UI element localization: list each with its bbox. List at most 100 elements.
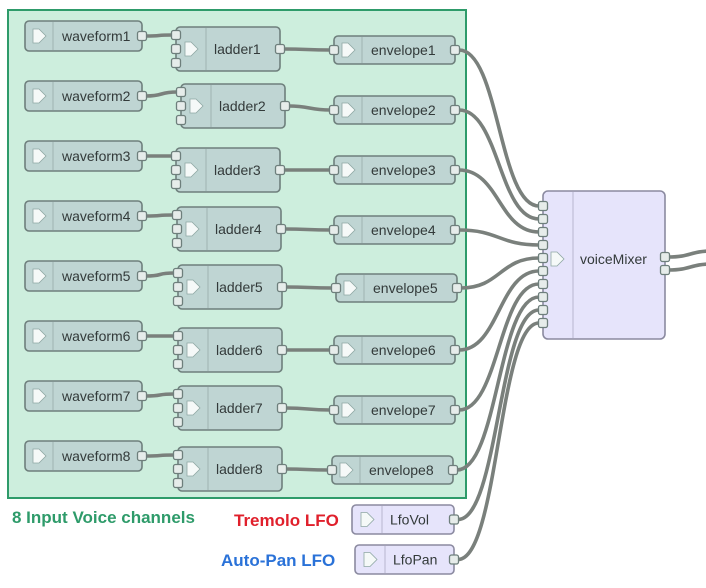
waveform-output-port[interactable] [136,330,148,342]
ladder-input-port[interactable] [170,178,182,190]
waveform-output-port[interactable] [136,30,148,42]
mixer-input-port[interactable] [537,200,549,212]
ladder-input-port[interactable] [170,150,182,162]
mixer-input-port[interactable] [537,291,549,303]
ladder-node[interactable]: ladder7 [172,385,288,431]
ladder-output-port[interactable] [275,223,287,235]
envelope-input-port[interactable] [328,224,340,236]
ladder-output-port[interactable] [274,43,286,55]
ladder-node[interactable]: ladder3 [170,147,286,193]
ladder-input-port[interactable] [172,358,184,370]
envelope-input-port[interactable] [328,344,340,356]
ladder-input-port[interactable] [172,388,184,400]
mixer-input-port[interactable] [537,252,549,264]
ladder-input-port[interactable] [175,100,187,112]
envelope-input-port[interactable] [330,282,342,294]
ladder-node[interactable]: ladder8 [172,446,288,492]
ladder-node[interactable]: ladder2 [175,83,291,129]
envelope-output-port[interactable] [451,282,463,294]
envelope-output-port[interactable] [449,224,461,236]
lfo-output-port[interactable] [448,514,460,525]
envelope-output-port[interactable] [449,164,461,176]
waveform-node[interactable]: waveform7 [24,380,148,412]
mixer-input-port[interactable] [537,226,549,238]
waveform-node[interactable]: waveform4 [24,200,148,232]
waveform-output-port[interactable] [136,270,148,282]
envelope-output-port[interactable] [449,404,461,416]
ladder-input-port[interactable] [172,344,184,356]
envelope-input-port[interactable] [326,464,338,476]
envelope-output-port[interactable] [449,104,461,116]
lfo-output-port[interactable] [448,554,460,565]
waveform-node[interactable]: waveform5 [24,260,148,292]
ladder-input-port[interactable] [172,295,184,307]
ladder-output-port[interactable] [279,100,291,112]
ladder-input-port[interactable] [175,114,187,126]
envelope-label: envelope4 [371,222,436,238]
ladder-input-port[interactable] [172,477,184,489]
ladder-input-port[interactable] [172,281,184,293]
ladder-input-port[interactable] [171,237,183,249]
envelope-node[interactable]: envelope1 [328,35,461,65]
ladder-output-port[interactable] [276,281,288,293]
ladder-input-port[interactable] [175,86,187,98]
ladder-node[interactable]: ladder1 [170,26,286,72]
waveform-output-port[interactable] [136,390,148,402]
envelope-node[interactable]: envelope5 [330,273,463,303]
envelope-output-port[interactable] [449,44,461,56]
mixer-input-port[interactable] [537,278,549,290]
envelope-output-port[interactable] [447,464,459,476]
ladder-node[interactable]: ladder5 [172,264,288,310]
ladder-input-port[interactable] [170,29,182,41]
mixer-input-port[interactable] [537,239,549,251]
ladder-input-port[interactable] [171,209,183,221]
waveform-node[interactable]: waveform1 [24,20,148,52]
waveform-node[interactable]: waveform6 [24,320,148,352]
envelope-output-port[interactable] [449,344,461,356]
waveform-to-ladder-wire [144,271,176,278]
envelope-input-port[interactable] [328,164,340,176]
voice-mixer-node[interactable]: voiceMixer [537,190,671,340]
envelope-node[interactable]: envelope4 [328,215,461,245]
envelope-input-port[interactable] [328,104,340,116]
mixer-input-port[interactable] [537,304,549,316]
ladder-input-port[interactable] [172,402,184,414]
lfo-node[interactable]: LfoVol [351,504,460,535]
envelope-node[interactable]: envelope8 [326,455,459,485]
ladder-input-port[interactable] [172,463,184,475]
ladder-input-port[interactable] [170,57,182,69]
ladder-input-port[interactable] [170,43,182,55]
waveform-node[interactable]: waveform8 [24,440,148,472]
waveform-output-port[interactable] [136,150,148,162]
ladder-output-port[interactable] [274,164,286,176]
waveform-label: waveform7 [61,388,131,404]
envelope-input-port[interactable] [328,44,340,56]
waveform-node[interactable]: waveform2 [24,80,148,112]
ladder-output-port[interactable] [276,344,288,356]
waveform-output-port[interactable] [136,210,148,222]
ladder-input-port[interactable] [172,416,184,428]
mixer-output-port[interactable] [659,251,671,263]
ladder-input-port[interactable] [172,449,184,461]
ladder-node[interactable]: ladder6 [172,327,288,373]
ladder-node[interactable]: ladder4 [171,206,287,252]
ladder-output-port[interactable] [276,402,288,414]
ladder-input-port[interactable] [170,164,182,176]
envelope-input-port[interactable] [328,404,340,416]
mixer-input-port[interactable] [537,213,549,225]
envelope-node[interactable]: envelope3 [328,155,461,185]
mixer-input-port[interactable] [537,317,549,329]
mixer-input-port[interactable] [537,265,549,277]
envelope-node[interactable]: envelope2 [328,95,461,125]
envelope-node[interactable]: envelope7 [328,395,461,425]
ladder-output-port[interactable] [276,463,288,475]
ladder-input-port[interactable] [172,330,184,342]
envelope-node[interactable]: envelope6 [328,335,461,365]
lfo-node[interactable]: LfoPan [354,544,460,575]
waveform-node[interactable]: waveform3 [24,140,148,172]
mixer-output-port[interactable] [659,264,671,276]
ladder-input-port[interactable] [171,223,183,235]
waveform-output-port[interactable] [136,90,148,102]
waveform-output-port[interactable] [136,450,148,462]
ladder-input-port[interactable] [172,267,184,279]
